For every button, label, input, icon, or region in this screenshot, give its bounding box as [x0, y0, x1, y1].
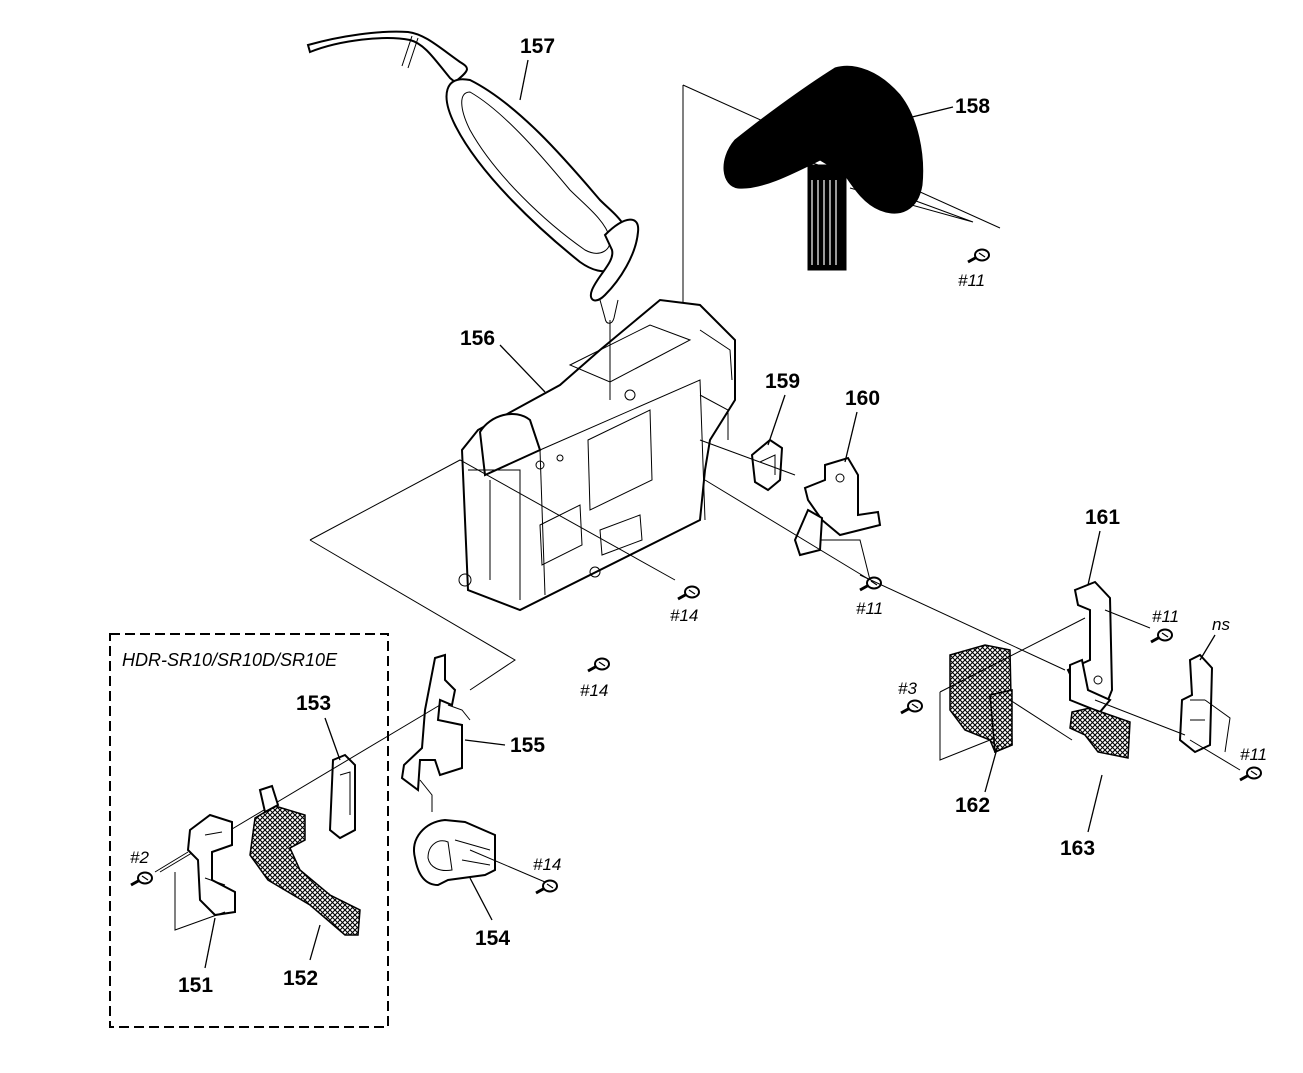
bracket-part-155	[400, 653, 471, 792]
leader-156	[499, 344, 546, 393]
screw-label-11-160: #11	[856, 599, 883, 618]
leader-154	[469, 877, 493, 921]
screw-icon-11-161	[1149, 628, 1174, 644]
screw-icon-11-top	[966, 248, 991, 264]
leader-ns	[1199, 634, 1216, 661]
screw-label-11-161: #11	[1152, 607, 1179, 626]
part-label-158: 158	[955, 95, 990, 118]
bracket-part-160	[793, 456, 882, 557]
bracket-part-154	[413, 818, 496, 887]
leader-153	[324, 717, 341, 761]
part-label-156: 156	[460, 327, 495, 350]
part-label-160: 160	[845, 387, 880, 410]
bracket-part-151	[186, 813, 236, 917]
chassis-part-156	[458, 298, 736, 612]
part-label-162: 162	[955, 794, 990, 817]
part-label-151: 151	[178, 974, 213, 997]
part-label-152: 152	[283, 967, 318, 990]
guide-line-161	[859, 574, 1151, 671]
part-label-161: 161	[1085, 506, 1120, 529]
part-label-154: 154	[475, 927, 510, 950]
guide-line-154	[469, 849, 546, 883]
screw-label-14-154: #14	[533, 855, 561, 874]
clip-part-153	[328, 753, 356, 840]
board-part-163	[1069, 707, 1131, 759]
guide-line-159	[699, 439, 796, 476]
guide-line-155	[419, 779, 433, 812]
screw-label-3: #3	[898, 679, 917, 698]
leader-159	[767, 394, 786, 446]
screw-icon-11-right	[1238, 766, 1263, 782]
leader-151	[204, 917, 216, 969]
guide-line-162	[939, 617, 1086, 761]
guide-line-ns	[1094, 699, 1241, 771]
screw-label-14-b: #14	[580, 681, 608, 700]
leader-157	[519, 59, 529, 101]
screw-label-11-right: #11	[1240, 745, 1267, 764]
guide-line-163	[1009, 699, 1073, 741]
leader-163	[1087, 774, 1103, 833]
leader-158	[907, 106, 954, 119]
leader-161	[1087, 530, 1101, 586]
screw-icon-14-154	[534, 879, 559, 895]
leader-155	[464, 739, 506, 746]
screw-label-14-a: #14	[670, 606, 698, 625]
board-part-152	[249, 784, 361, 936]
bracket-part-161	[1066, 580, 1114, 714]
leader-152	[309, 924, 321, 961]
screw-icon-14-b	[586, 657, 611, 673]
part-label-159: 159	[765, 370, 800, 393]
bracket-part-ns	[1178, 653, 1214, 754]
part-label-155: 155	[510, 734, 545, 757]
leader-162	[984, 744, 999, 793]
strap-part-157	[306, 30, 640, 324]
guide-line-chassis-left	[309, 459, 676, 691]
screw-icon-14-a	[676, 585, 701, 601]
board-part-162	[949, 644, 1013, 754]
guide-line-160	[704, 479, 871, 581]
model-variant-label: HDR-SR10/SR10D/SR10E	[122, 650, 338, 670]
part-label-153: 153	[296, 692, 331, 715]
part-label-163: 163	[1060, 837, 1095, 860]
guide-line-151	[154, 851, 226, 931]
guide-line-158	[682, 84, 1001, 229]
leader-160	[844, 411, 858, 463]
model-variant-box	[109, 633, 389, 1028]
part-label-157: 157	[520, 35, 555, 58]
screw-icon-3	[899, 699, 924, 715]
screw-icon-2	[129, 871, 154, 887]
screw-label-11-top: #11	[958, 271, 985, 290]
part-label-ns: ns	[1212, 615, 1230, 634]
screw-label-2: #2	[130, 848, 149, 867]
cover-part-158	[723, 65, 924, 271]
